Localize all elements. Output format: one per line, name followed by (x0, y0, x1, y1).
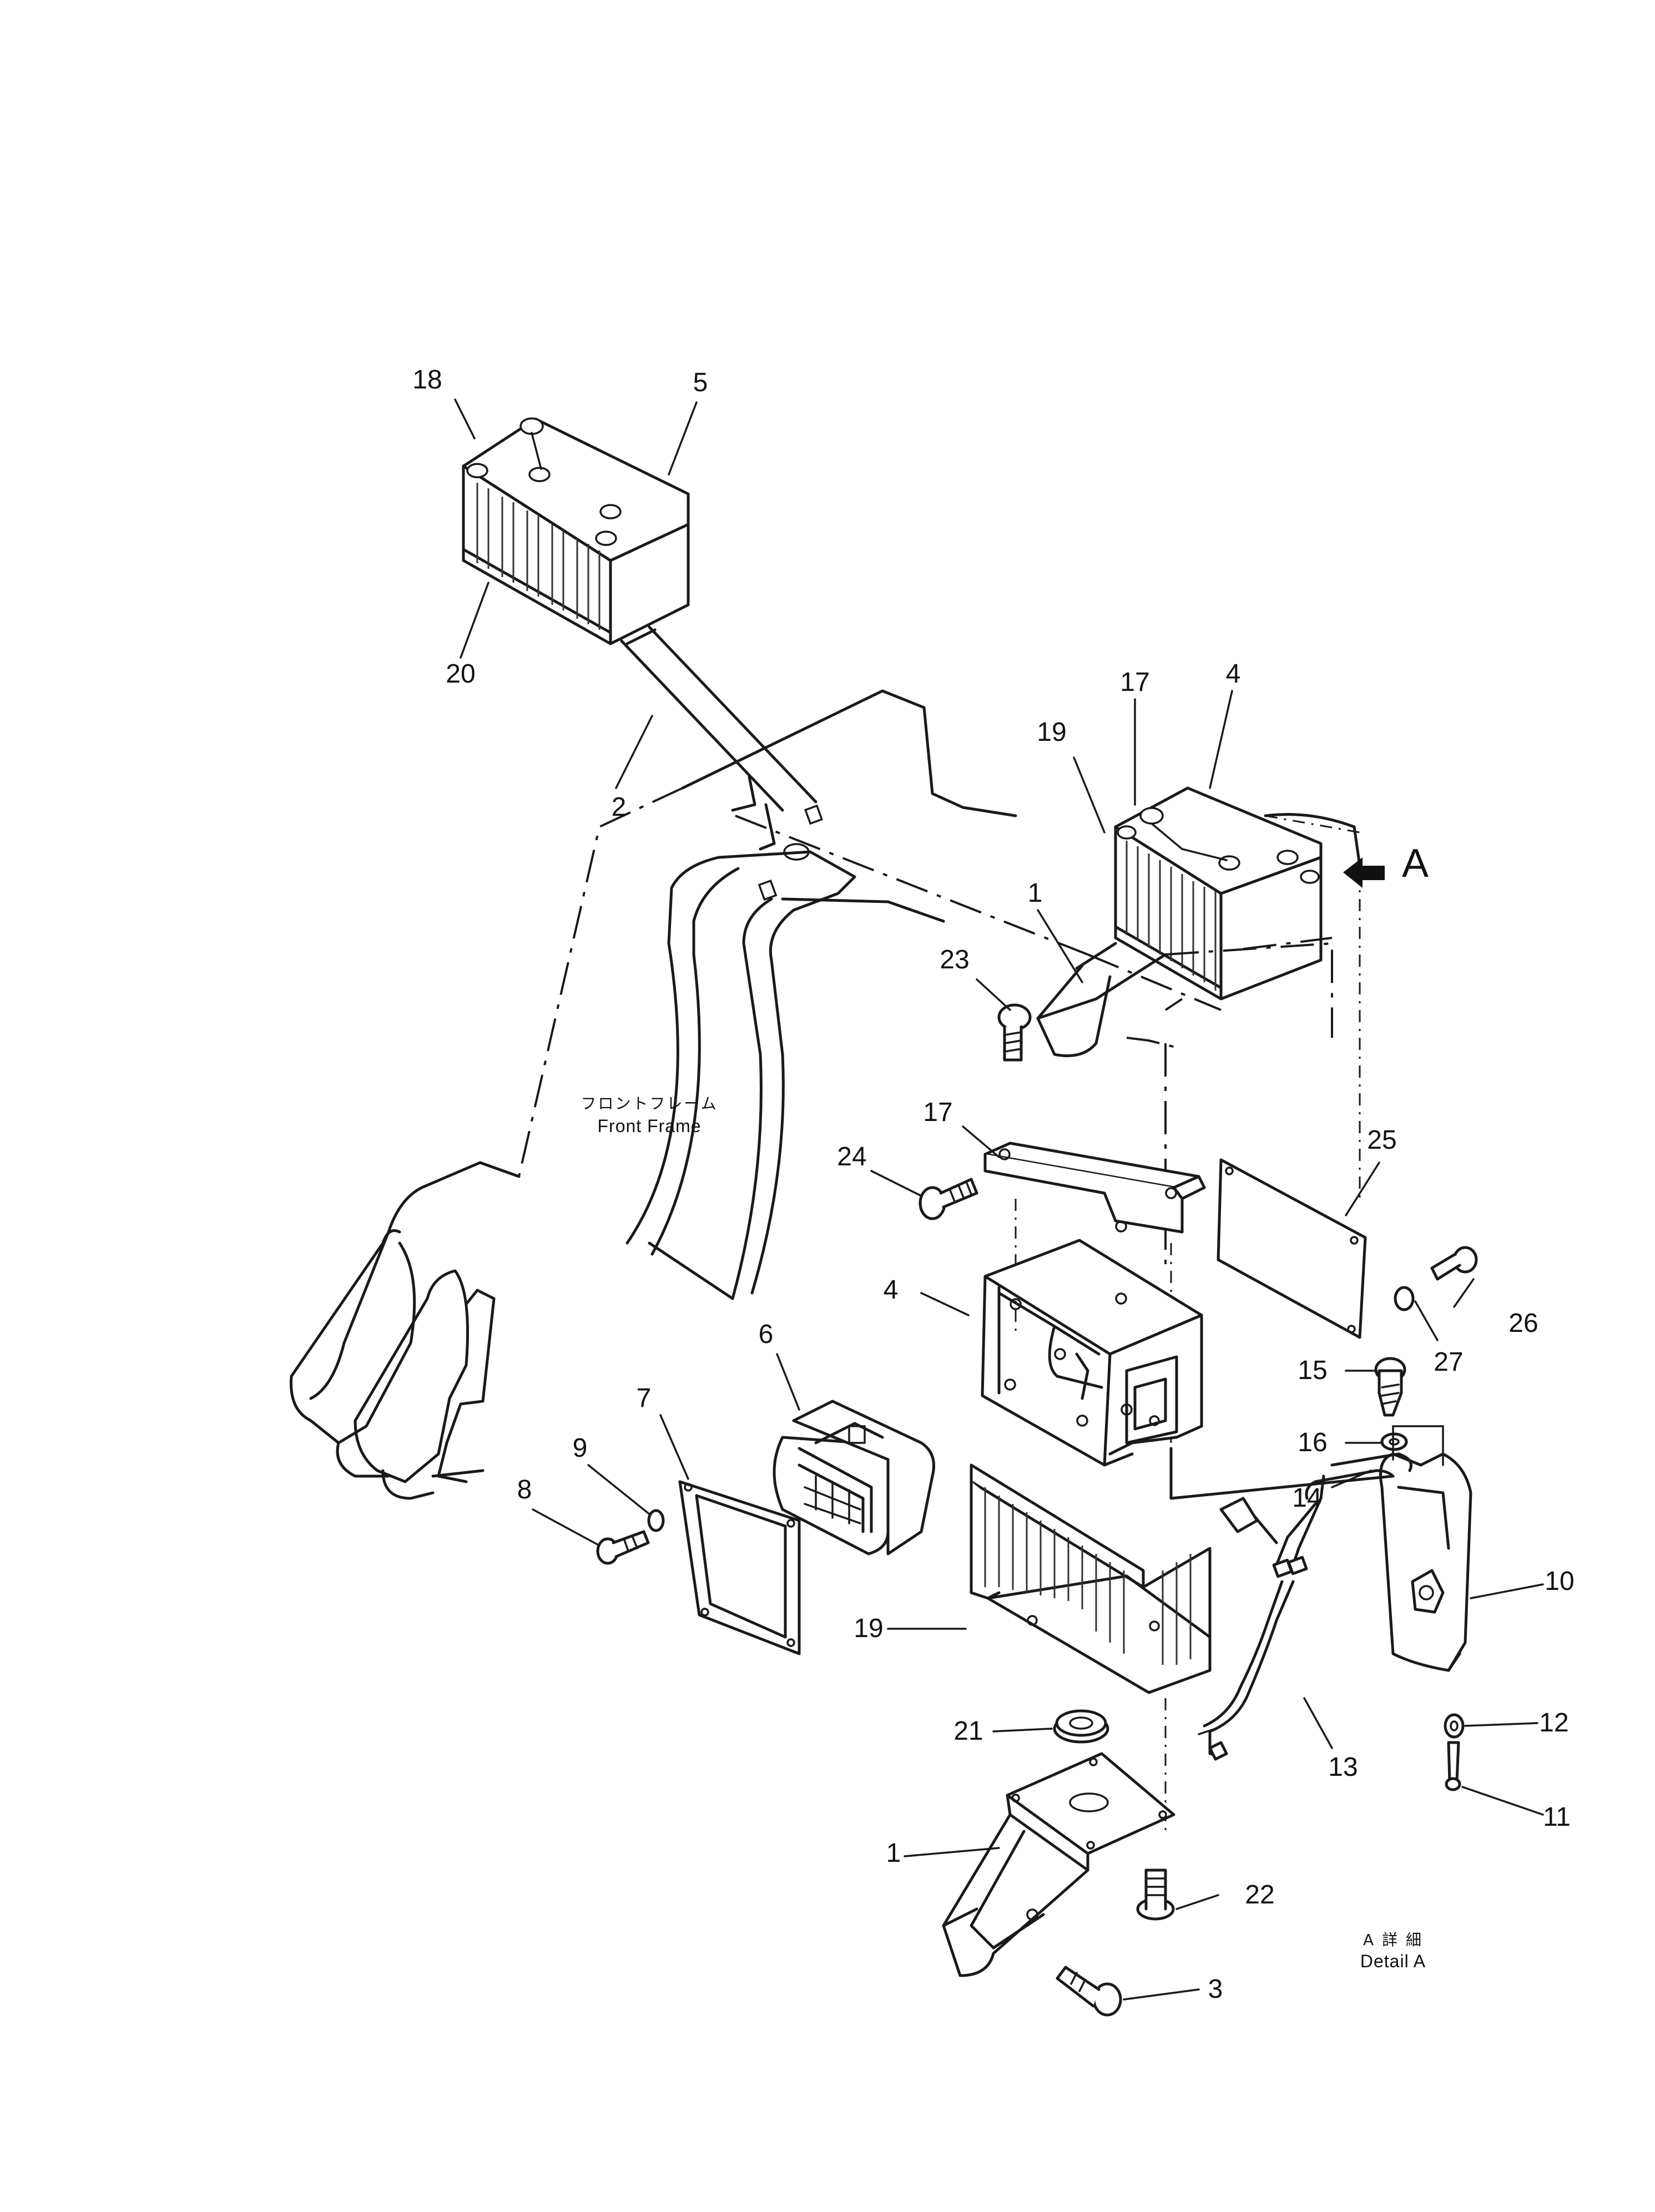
grommet-21 (1053, 1709, 1109, 1744)
callout-3: 3 (1208, 1974, 1223, 2004)
washer-27 (1394, 1286, 1415, 1311)
callout-20: 20 (446, 659, 475, 689)
bolt-22 (1136, 1868, 1175, 1921)
callout-26: 26 (1508, 1309, 1538, 1338)
callout-4-upper: 4 (1226, 659, 1241, 689)
washer-9 (647, 1509, 665, 1532)
callout-19-lower: 19 (854, 1614, 883, 1643)
callout-27: 27 (1434, 1347, 1463, 1377)
work-lamp-6 (773, 1400, 935, 1556)
front-frame-label-jp: フロントフレーム (581, 1094, 718, 1113)
callout-1-upper: 1 (1028, 878, 1043, 908)
callout-7: 7 (637, 1383, 652, 1413)
callout-10: 10 (1545, 1567, 1574, 1596)
battery-tray-19 (970, 1463, 1212, 1694)
callout-22: 22 (1245, 1880, 1274, 1910)
washer-12 (1444, 1713, 1465, 1739)
callout-2: 2 (612, 792, 627, 822)
battery-4-upper (1036, 786, 1385, 1265)
callout-15: 15 (1298, 1356, 1327, 1385)
callout-25: 25 (1367, 1125, 1396, 1155)
bolt-8 (596, 1530, 650, 1565)
tail-lamp-10 (1379, 1452, 1472, 1672)
view-a-arrow-icon (1343, 857, 1385, 888)
callout-9: 9 (573, 1433, 588, 1463)
callout-23: 23 (940, 945, 969, 974)
bolt-24 (919, 1178, 978, 1220)
callout-17-upper: 17 (1120, 668, 1149, 697)
bracket-1-lower (942, 1752, 1175, 1977)
battery-box-4 (981, 1239, 1203, 1467)
callout-8: 8 (517, 1475, 532, 1504)
view-a-label: A (1402, 841, 1429, 886)
callout-14: 14 (1292, 1483, 1321, 1513)
leader-lines (454, 398, 1544, 2001)
front-frame (289, 689, 1088, 1500)
bolt-15 (1374, 1357, 1406, 1417)
detail-a-label-en: Detail A (1360, 1951, 1426, 1971)
harness-13 (1198, 1452, 1412, 1761)
bracket-17 (983, 1142, 1206, 1234)
callout-24: 24 (837, 1142, 866, 1171)
callout-12: 12 (1539, 1708, 1568, 1738)
screw-11 (1445, 1741, 1461, 1791)
bolt-3 (1056, 1966, 1122, 2017)
callout-17-lower: 17 (923, 1098, 952, 1127)
bolt-23 (997, 1003, 1032, 1062)
callout-13: 13 (1328, 1753, 1358, 1782)
callout-11: 11 (1543, 1802, 1571, 1832)
washer-16 (1380, 1432, 1408, 1451)
callout-21: 21 (953, 1716, 983, 1746)
callout-4-middle: 4 (884, 1275, 899, 1305)
front-frame-label-en: Front Frame (597, 1116, 701, 1136)
gasket-7 (678, 1480, 801, 1655)
bolt-26 (1430, 1246, 1478, 1281)
callout-19-upper: 19 (1037, 718, 1066, 747)
callout-labels: 18 5 20 2 17 4 19 A 1 23 17 24 25 4 26 2… (412, 365, 1574, 2004)
callout-5: 5 (693, 368, 708, 397)
callout-16: 16 (1298, 1428, 1327, 1457)
bracket-arm-2 (620, 625, 818, 812)
battery-5 (462, 417, 690, 645)
detail-a-label-jp: A 詳 細 (1363, 1931, 1423, 1949)
cover-plate-25 (1217, 1158, 1367, 1339)
callout-18: 18 (412, 365, 442, 395)
callout-6: 6 (759, 1320, 774, 1349)
callout-1-lower: 1 (886, 1839, 901, 1868)
